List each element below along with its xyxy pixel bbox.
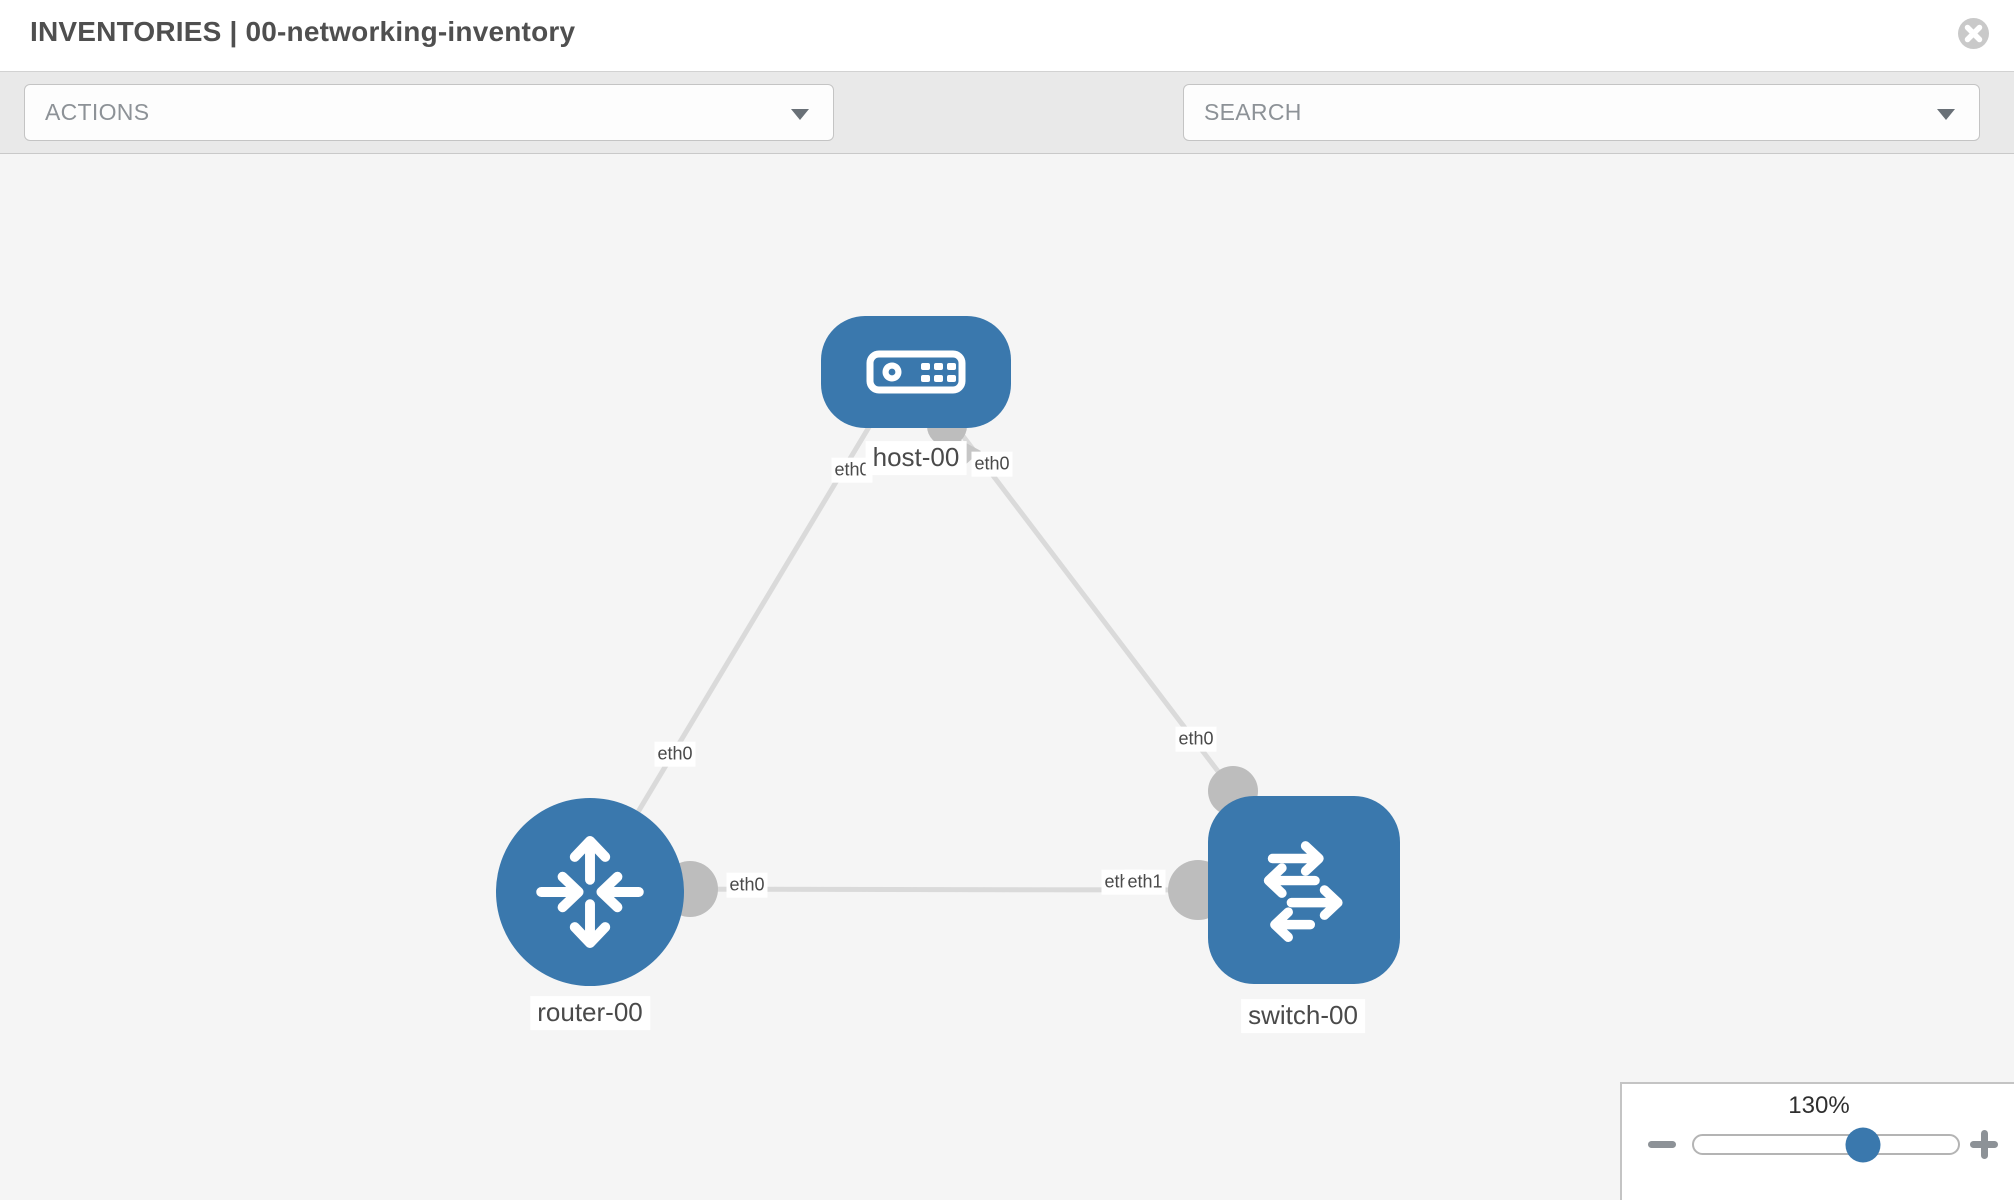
actions-dropdown-label: ACTIONS <box>45 99 150 125</box>
zoom-level: 130% <box>1788 1092 1850 1119</box>
zoom-in-button[interactable] <box>1966 1126 2002 1162</box>
toolbar: ACTIONS SEARCH <box>0 72 2014 198</box>
minus-icon <box>1648 1141 1676 1148</box>
plus-icon <box>1980 1130 1988 1159</box>
zoom-slider-thumb[interactable] <box>1845 1127 1881 1162</box>
node-router-00[interactable] <box>496 798 684 986</box>
link-host-00--switch-00[interactable] <box>948 417 1235 793</box>
router-arrows-icon <box>536 835 644 949</box>
topology-graph <box>496 316 1400 986</box>
node-switch-00[interactable] <box>1208 796 1400 984</box>
actions-dropdown[interactable]: ACTIONS <box>24 84 834 141</box>
search-placeholder: SEARCH <box>1204 99 1302 125</box>
server-icon <box>866 350 966 394</box>
zoom-slider-track[interactable] <box>1692 1127 1960 1162</box>
chevron-down-icon <box>791 108 809 120</box>
chevron-down-icon <box>1937 108 1955 120</box>
zoom-panel: 130% <box>1620 1082 2014 1200</box>
search-dropdown[interactable]: SEARCH <box>1183 84 1980 141</box>
zoom-out-button[interactable] <box>1644 1126 1680 1162</box>
page-title: INVENTORIES | 00-networking-inventory <box>30 16 576 47</box>
window-header: INVENTORIES | 00-networking-inventory <box>0 0 2014 72</box>
switch-arrows-icon <box>1263 841 1343 942</box>
close-button[interactable] <box>1957 17 1990 50</box>
node-host-00[interactable] <box>821 316 1011 428</box>
circle-x-icon <box>1958 18 1989 49</box>
